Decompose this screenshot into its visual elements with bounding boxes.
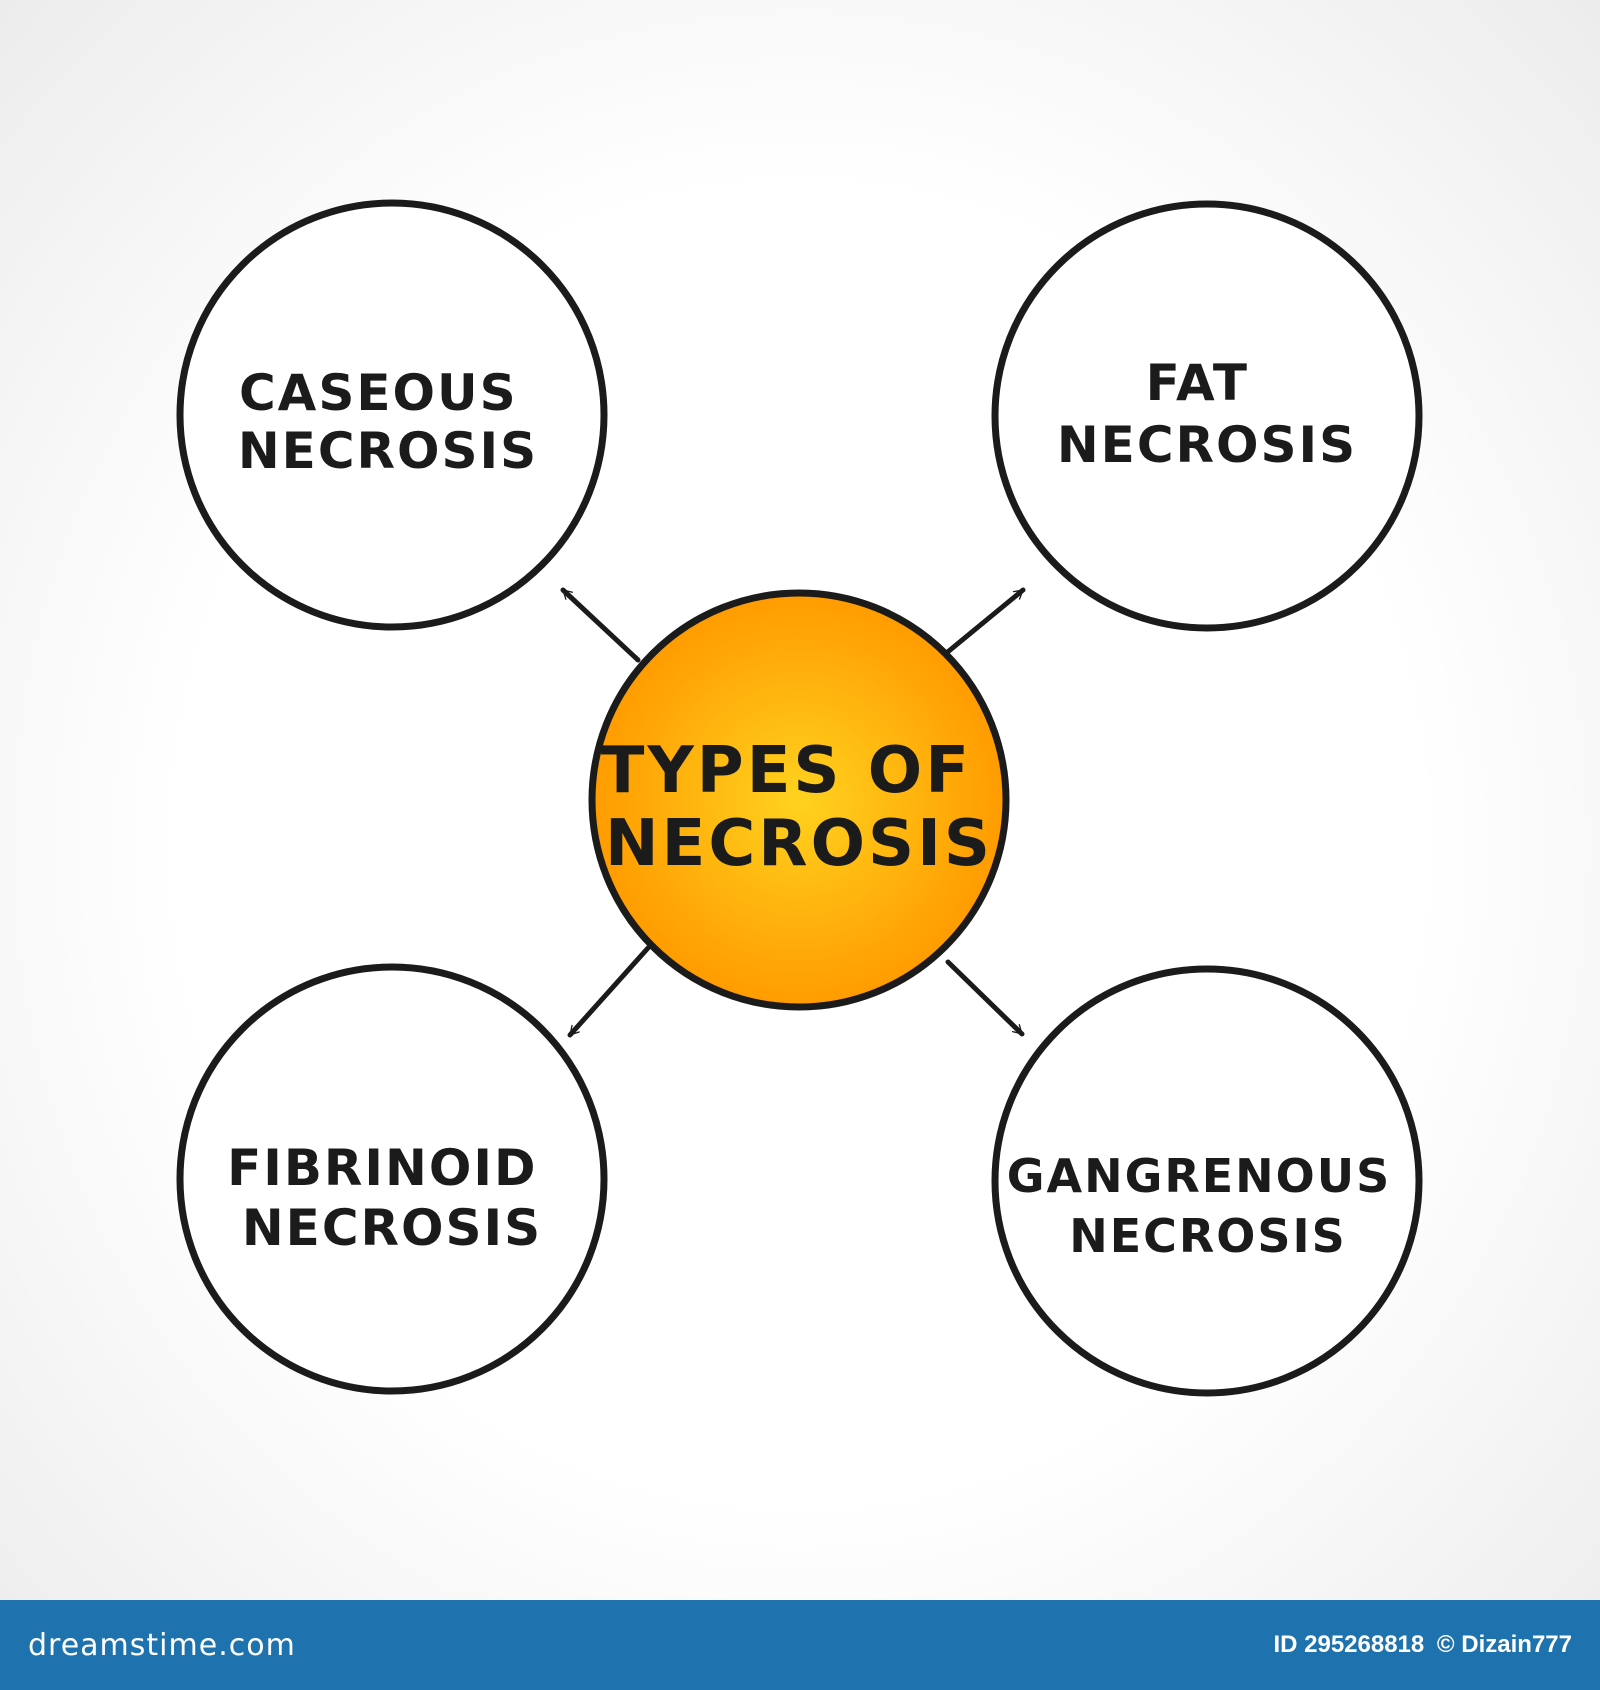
node-label-line1: GANGRENOUS <box>1007 1149 1392 1203</box>
image-id: ID 295268818 <box>1273 1631 1425 1658</box>
node-label-line1: FAT <box>1146 354 1249 412</box>
node-fat: FAT NECROSIS <box>991 200 1423 632</box>
svg-text:CASEOUS NECROSIS: CASEOUS NECROSIS <box>238 364 538 480</box>
svg-text:TYPES OF NECROSIS: TYPES OF NECROSIS <box>601 734 997 881</box>
node-caseous: CASEOUS NECROSIS <box>176 199 608 631</box>
node-label-line2: NECROSIS <box>1069 1209 1347 1263</box>
mind-map-diagram: CASEOUS NECROSIS FAT NECROSIS FIBRINOID … <box>176 199 1423 1397</box>
node-label-line1: CASEOUS <box>239 364 518 422</box>
image-credit: ID 295268818 © Dizain777 <box>1267 1631 1572 1659</box>
center-node: TYPES OF NECROSIS <box>588 589 1010 1011</box>
center-circle <box>588 589 1010 1011</box>
center-label-line1: TYPES OF <box>601 734 972 808</box>
copyright-text: © Dizain777 <box>1436 1631 1572 1658</box>
node-circle <box>176 963 608 1395</box>
svg-text:GANGRENOUS NECROSIS: GANGRENOUS NECROSIS <box>1007 1149 1410 1263</box>
arrow-to-caseous <box>560 587 641 663</box>
connector-arrows <box>560 587 1026 1038</box>
node-gangrenous: GANGRENOUS NECROSIS <box>991 965 1423 1397</box>
node-label-line2: NECROSIS <box>1057 416 1357 474</box>
node-circle <box>991 965 1423 1397</box>
arrow-to-fibrinoid <box>567 945 651 1038</box>
center-label-line2: NECROSIS <box>605 807 993 881</box>
brand-text: dreamstime.com <box>28 1627 296 1663</box>
footer-bar: dreamstime.com ID 295268818 © Dizain777 <box>0 1600 1600 1690</box>
node-label-line2: NECROSIS <box>242 1199 542 1257</box>
node-fibrinoid: FIBRINOID NECROSIS <box>176 963 608 1395</box>
node-label-line1: FIBRINOID <box>227 1139 537 1197</box>
arrow-to-gangrenous <box>945 959 1025 1037</box>
node-label-line2: NECROSIS <box>238 422 538 480</box>
node-circle <box>176 199 608 631</box>
node-circle <box>991 200 1423 632</box>
svg-text:FIBRINOID NECROSIS: FIBRINOID NECROSIS <box>227 1139 557 1257</box>
arrow-to-fat <box>941 587 1026 658</box>
svg-text:FAT NECROSIS: FAT NECROSIS <box>1057 354 1357 474</box>
